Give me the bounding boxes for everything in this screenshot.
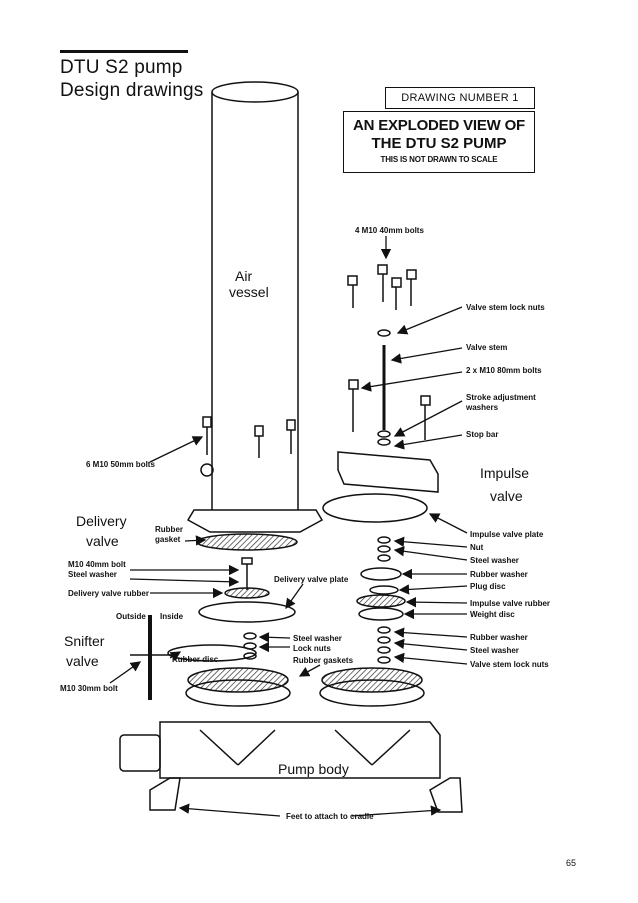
delivery-valve-label-2: valve	[86, 533, 119, 549]
delivery-valve-label-1: Delivery	[76, 513, 127, 529]
label-nut: Nut	[470, 543, 484, 552]
snifter-valve-label-2: valve	[66, 653, 99, 669]
exploded-title-line2: THE DTU S2 PUMP	[371, 135, 507, 152]
pump-body-shape	[119, 721, 463, 813]
vessel-bolts	[202, 416, 296, 458]
stop-bar	[337, 451, 439, 493]
air-vessel-label-2: vessel	[229, 284, 269, 300]
label-m10-30-bolt: M10 30mm bolt	[60, 684, 118, 693]
label-4-bolts: 4 M10 40mm bolts	[355, 226, 424, 235]
delivery-valve-rubber	[224, 587, 270, 599]
label-rubber-washer-r2: Rubber washer	[470, 633, 528, 642]
label-outside: Outside	[116, 612, 146, 621]
pointer-arrows	[109, 236, 468, 817]
drawing-number-box: DRAWING NUMBER 1	[385, 87, 535, 109]
label-rubber: Rubber	[155, 525, 183, 534]
label-gasket: gasket	[155, 535, 181, 544]
label-rubber-gaskets: Rubber gaskets	[293, 656, 354, 665]
label-delivery-valve-plate: Delivery valve plate	[274, 575, 349, 584]
drawing-number: DRAWING NUMBER 1	[401, 92, 519, 104]
label-rubber-disc: Rubber disc	[172, 655, 219, 664]
impulse-valve-label-1: Impulse	[480, 465, 530, 481]
impulse-valve-label-2: valve	[490, 488, 523, 504]
label-rubber-washer-r1: Rubber washer	[470, 570, 528, 579]
label-lock-nuts: Lock nuts	[293, 644, 331, 653]
page-title: DTU S2 pump	[60, 57, 183, 78]
exploded-title-line1: AN EXPLODED VIEW OF	[352, 117, 526, 134]
snifter-valve-label-1: Snifter	[64, 633, 105, 649]
label-feet: Feet to attach to cradle	[286, 812, 374, 821]
delivery-bolt	[241, 557, 253, 565]
label-steel-washer-left: Steel washer	[68, 570, 117, 579]
impulse-bolts	[347, 264, 417, 310]
label-6-bolts: 6 M10 50mm bolts	[86, 460, 155, 469]
label-m10-40-bolt: M10 40mm bolt	[68, 560, 126, 569]
label-stop-bar: Stop bar	[466, 430, 499, 439]
air-vessel	[186, 81, 324, 533]
title-rule	[60, 50, 188, 53]
scale-note: THIS IS NOT DRAWN TO SCALE	[380, 155, 498, 164]
label-impulse-valve-plate: Impulse valve plate	[470, 530, 544, 539]
label-valve-stem: Valve stem	[466, 343, 508, 352]
impulse-plate	[322, 493, 428, 523]
pump-body-label: Pump body	[278, 761, 349, 777]
label-steel-washer-r2: Steel washer	[470, 646, 519, 655]
label-plug-disc: Plug disc	[470, 582, 506, 591]
delivery-valve-plate	[198, 601, 296, 623]
label-washers: washers	[466, 403, 499, 412]
label-steel-washer-mid: Steel washer	[293, 634, 342, 643]
label-weight-disc: Weight disc	[470, 610, 515, 619]
label-2-bolts: 2 x M10 80mm bolts	[466, 366, 542, 375]
page-number: 65	[566, 858, 577, 868]
rubber-gasket	[196, 533, 298, 551]
label-steel-washer-r1: Steel washer	[470, 556, 519, 565]
label-impulse-valve-rubber: Impulse valve rubber	[470, 599, 551, 608]
rubber-disc	[167, 644, 257, 662]
exploded-view-box: AN EXPLODED VIEW OF THE DTU S2 PUMP THIS…	[343, 111, 535, 173]
page-subtitle: Design drawings	[60, 80, 204, 101]
label-stroke-adjustment: Stroke adjustment	[466, 393, 536, 402]
air-vessel-label-1: Air	[235, 268, 253, 284]
label-delivery-valve-rubber: Delivery valve rubber	[68, 589, 149, 598]
label-inside: Inside	[160, 612, 184, 621]
label-valve-stem-lock-nuts-top: Valve stem lock nuts	[466, 303, 545, 312]
label-valve-stem-lock-nuts-bottom: Valve stem lock nuts	[470, 660, 549, 669]
